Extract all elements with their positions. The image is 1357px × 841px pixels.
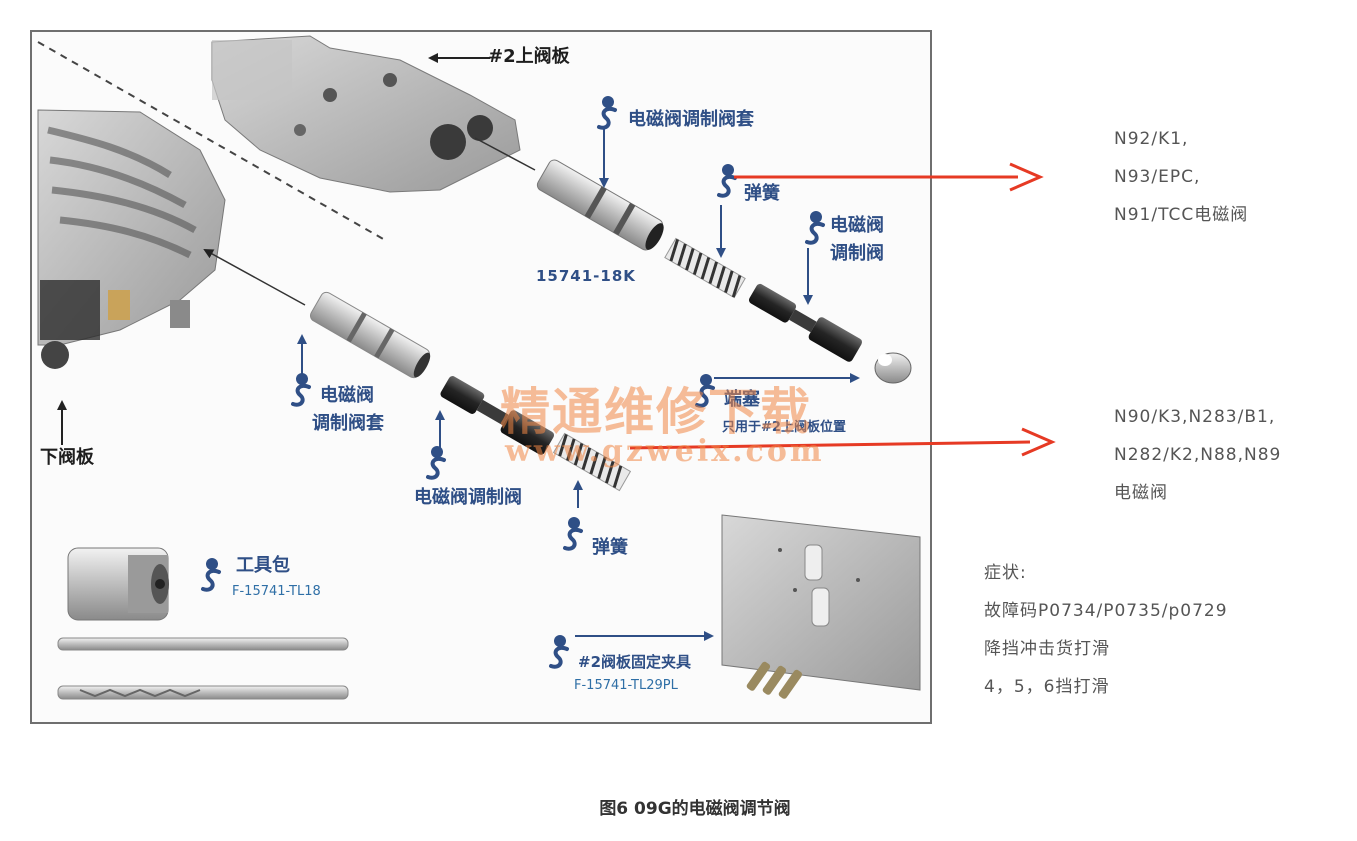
lower-sleeve-label-line2: 调制阀套	[312, 413, 384, 434]
upper-valve-label-line1: 电磁阀	[830, 215, 884, 236]
symptoms-block: 症状: 故障码P0734/P0735/p0729 降挡冲击货打滑 4，5，6挡打…	[984, 554, 1228, 706]
sonnax-logo-icon	[201, 556, 221, 592]
sonnax-logo-icon	[563, 515, 583, 551]
fixture-part-number: F-15741-TL29PL	[574, 678, 678, 693]
upper-modulator-sleeve	[536, 159, 664, 251]
upper-valve-body	[211, 35, 521, 193]
symptom-line: 4，5，6挡打滑	[984, 677, 1110, 697]
sonnax-logo-icon	[695, 372, 715, 408]
lower-sleeve-label-line1: 电磁阀	[320, 385, 374, 406]
side-notes-group1: N92/K1, N93/EPC, N91/TCC电磁阀	[1114, 120, 1248, 234]
lower-plate-label: 下阀板	[40, 447, 94, 468]
fixture-label: #2阀板固定夹具	[578, 653, 692, 671]
part-number-label: 15741-18K	[536, 267, 636, 285]
symptom-line: 故障码P0734/P0735/p0729	[984, 601, 1228, 621]
sonnax-logo-icon	[291, 371, 311, 407]
end-plug	[874, 352, 912, 384]
side-note-line: N282/K2,N88,N89	[1114, 445, 1282, 465]
upper-plate-label: #2上阀板	[488, 46, 570, 67]
separation-dashed-line	[37, 41, 386, 241]
lower-spring-label: 弹簧	[592, 537, 628, 558]
red-arrow-lower	[629, 427, 1056, 457]
side-note-line: N92/K1,	[1114, 129, 1189, 149]
lower-valve-body	[37, 109, 226, 369]
lower-spring	[552, 432, 632, 492]
sonnax-logo-icon	[717, 162, 737, 198]
sonnax-logo-icon	[426, 444, 446, 480]
lower-assembly-axis-arrow	[203, 249, 306, 306]
lower-modulator-valve	[440, 376, 554, 455]
sonnax-logo-icon	[597, 94, 617, 130]
upper-valve-label-line2: 调制阀	[830, 243, 884, 264]
upper-spring-label: 弹簧	[744, 183, 780, 204]
upper-modulator-valve	[749, 283, 862, 362]
sonnax-logo-icon	[549, 633, 569, 669]
tool-kit-bushing	[67, 547, 169, 621]
lower-modulator-sleeve	[310, 291, 431, 379]
upper-sleeve-label: 电磁阀调制阀套	[628, 109, 754, 130]
side-note-line: N93/EPC,	[1114, 167, 1201, 187]
red-arrow-upper	[734, 162, 1044, 192]
end-plug-label: 端塞	[724, 389, 760, 410]
upper-assembly-axis-line	[474, 137, 536, 171]
side-note-line: N90/K3,N283/B1,	[1114, 407, 1276, 427]
fixture-screws	[746, 661, 803, 699]
fixture-plate	[721, 514, 921, 691]
symptoms-title: 症状:	[984, 563, 1027, 583]
upper-spring	[664, 237, 746, 299]
tool-kit-reamer	[57, 685, 349, 700]
figure-caption: 图6 09G的电磁阀调节阀	[599, 799, 791, 819]
tool-kit-rod	[57, 637, 349, 651]
side-notes-group2: N90/K3,N283/B1, N282/K2,N88,N89 电磁阀	[1114, 398, 1281, 512]
tool-kit-part-number: F-15741-TL18	[232, 584, 321, 599]
side-note-line: 电磁阀	[1114, 483, 1168, 503]
end-plug-note: 只用于#2上阀板位置	[722, 420, 846, 435]
side-note-line: N91/TCC电磁阀	[1114, 205, 1249, 225]
sonnax-logo-icon	[805, 209, 825, 245]
tool-kit-label: 工具包	[236, 555, 290, 576]
symptom-line: 降挡冲击货打滑	[984, 639, 1110, 659]
lower-valve-label: 电磁阀调制阀	[414, 487, 522, 508]
